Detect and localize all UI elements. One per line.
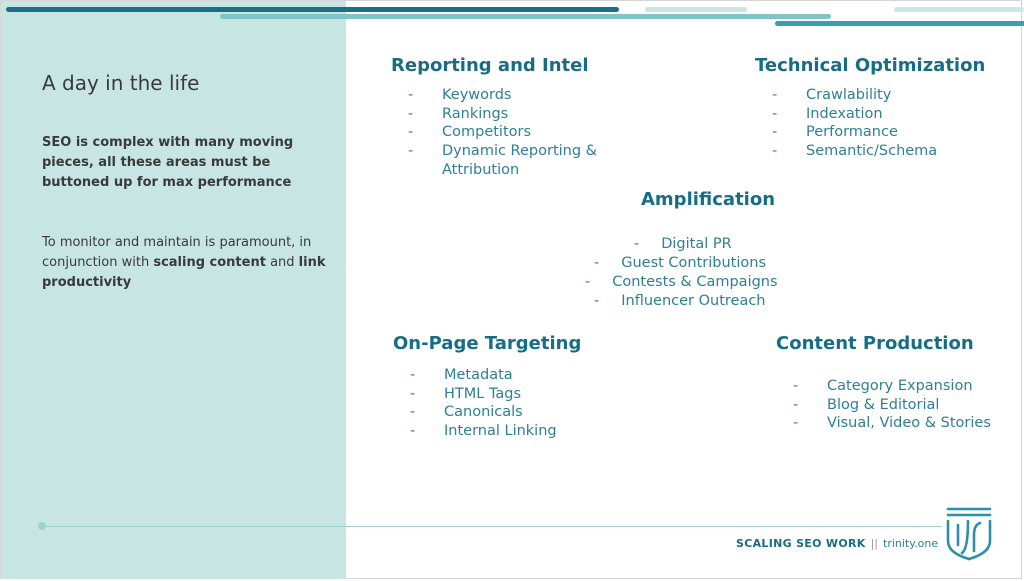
list-item-continuation: Attribution: [442, 161, 520, 178]
section-list: -Crawlability -Indexation -Performance -…: [772, 86, 985, 161]
section-reporting-and-intel: Reporting and Intel -Keywords -Rankings …: [391, 55, 597, 180]
list-item: -Influencer Outreach: [594, 293, 766, 309]
scaling-content-text: scaling content: [153, 255, 266, 270]
section-list: -Category Expansion -Blog & Editorial -V…: [793, 377, 991, 433]
list-item: -Contests & Campaigns: [585, 274, 778, 290]
list-item: -Crawlability: [772, 87, 892, 103]
list-item: -Guest Contributions: [594, 255, 767, 271]
top-bar-light: [220, 14, 831, 19]
list-item: -Keywords: [408, 87, 512, 103]
section-list: -Keywords -Rankings -Competitors -Dynami…: [408, 86, 597, 180]
section-list: -Metadata -HTML Tags -Canonicals -Intern…: [410, 366, 581, 441]
section-on-page-targeting: On-Page Targeting -Metadata -HTML Tags -…: [393, 333, 581, 441]
trinity-logo-icon: [944, 505, 994, 561]
list-item: -Internal Linking: [410, 423, 557, 440]
footer-divider: [42, 526, 942, 527]
list-item: -Digital PR: [634, 236, 732, 252]
top-bar-pale-2: [894, 7, 1024, 12]
section-title: Technical Optimization: [755, 55, 986, 76]
list-item: -Canonicals: [410, 404, 523, 421]
section-title: Amplification: [641, 189, 776, 210]
list-item: -Category Expansion: [793, 378, 973, 394]
page-title: A day in the life: [42, 71, 200, 95]
list-item: -Blog & Editorial: [793, 396, 940, 413]
intro-bold-text: SEO is complex with many moving pieces, …: [42, 135, 294, 190]
section-technical-optimization: Technical Optimization -Crawlability -In…: [755, 55, 985, 161]
list-item: -Semantic/Schema: [772, 143, 938, 160]
list-item: -Metadata: [410, 367, 513, 383]
section-title: Content Production: [776, 333, 974, 354]
top-bar-pale-1: [645, 7, 747, 12]
intro-paragraph: To monitor and maintain is paramount, in…: [42, 235, 326, 290]
footer-brand: SCALING SEO WORK: [736, 537, 866, 550]
footer-dot: [38, 522, 46, 530]
top-bar-dark: [6, 7, 619, 12]
footer: SCALING SEO WORK || trinity.one: [736, 537, 938, 550]
list-item: -Dynamic Reporting &: [408, 143, 597, 160]
left-panel: [1, 1, 346, 579]
footer-url: trinity.one: [883, 537, 939, 550]
top-bar-accent: [775, 21, 1024, 26]
section-title: Reporting and Intel: [391, 55, 589, 76]
list-item: -HTML Tags: [410, 385, 522, 402]
section-title: On-Page Targeting: [393, 333, 582, 354]
link-productivity-text: link productivity: [42, 255, 326, 290]
list-item: -Performance: [772, 124, 898, 141]
list-item: -Rankings: [408, 105, 509, 122]
list-item: -Competitors: [408, 124, 532, 141]
section-amplification: Amplification: [641, 189, 775, 234]
section-content-production: Content Production -Category Expansion -…: [776, 333, 991, 433]
list-item: -Visual, Video & Stories: [793, 415, 991, 432]
footer-separator: ||: [870, 537, 878, 550]
list-item: -Indexation: [772, 105, 883, 122]
